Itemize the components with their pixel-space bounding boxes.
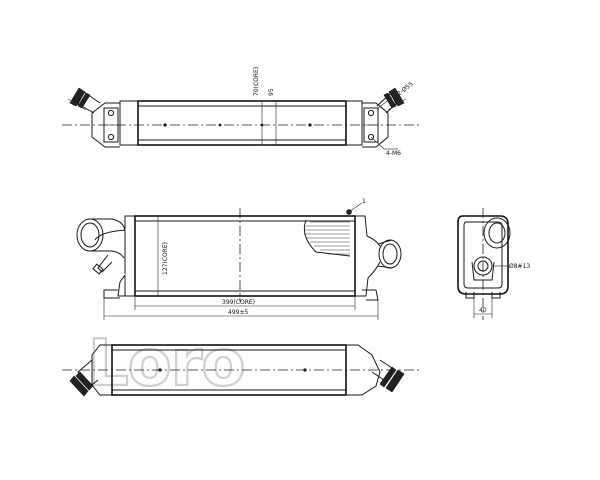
top-dim-bracket-label: 4-M6	[386, 150, 401, 157]
front-core-fins	[303, 219, 351, 257]
front-left-sensor	[92, 254, 113, 275]
top-dim-tube-label: 95	[268, 88, 275, 96]
side-dim-port: Ø8#13	[492, 263, 530, 270]
top-left-tank	[119, 100, 138, 146]
top-core	[137, 100, 347, 146]
front-dim-overall-width-label: 499±5	[228, 309, 248, 316]
top-dim-tube: 95	[268, 88, 277, 145]
logo-text: Loro	[88, 327, 244, 401]
top-dim-core-height: 70(CORE)	[253, 67, 269, 146]
side-dim-port-label: Ø8#13	[509, 263, 530, 270]
bottom-left-tank	[91, 344, 112, 396]
front-callout: 1	[346, 198, 366, 215]
front-dim-core-height: 127(CORE)	[154, 215, 169, 297]
front-right-bracket	[362, 289, 379, 301]
front-view: 1 127(CORE) 399(CORE)	[76, 198, 402, 320]
front-right-tank	[355, 215, 369, 297]
front-right-nozzle	[377, 239, 402, 269]
top-dim-core-height-label: 70(CORE)	[253, 67, 260, 96]
bottom-right-nozzle	[371, 359, 405, 393]
bottom-view	[62, 344, 420, 397]
bottom-core	[111, 344, 347, 396]
side-feet	[465, 292, 501, 299]
top-view: 70(CORE) 95 2-Ø55 4-M6	[62, 67, 420, 157]
top-dim-bracket: 4-M6	[370, 136, 401, 157]
front-dim-core-width: 399(CORE)	[134, 296, 356, 310]
side-top-nozzle	[483, 217, 511, 249]
side-dim-base: 40	[473, 298, 493, 318]
front-left-bracket	[103, 289, 120, 299]
top-left-nozzle	[67, 87, 101, 114]
front-core	[134, 215, 356, 297]
side-dim-base-label: 40	[479, 307, 487, 314]
brand-watermark: Loro	[87, 326, 246, 402]
top-dim-holes-label: 2-Ø55	[396, 81, 415, 98]
top-right-tank	[346, 100, 363, 146]
top-right-nozzle	[376, 87, 407, 114]
front-dim-core-width-label: 399(CORE)	[222, 299, 255, 306]
bottom-core-markers	[158, 368, 307, 372]
bottom-right-tank	[346, 344, 381, 396]
side-view: Ø8#13 40	[457, 208, 530, 320]
front-callout-label: 1	[362, 198, 366, 205]
front-left-tank	[124, 215, 135, 297]
bottom-left-nozzle	[69, 359, 99, 397]
front-dim-core-height-label: 127(CORE)	[162, 242, 169, 275]
front-dim-overall-width: 499±5	[103, 298, 379, 320]
front-left-nozzle	[76, 218, 126, 259]
